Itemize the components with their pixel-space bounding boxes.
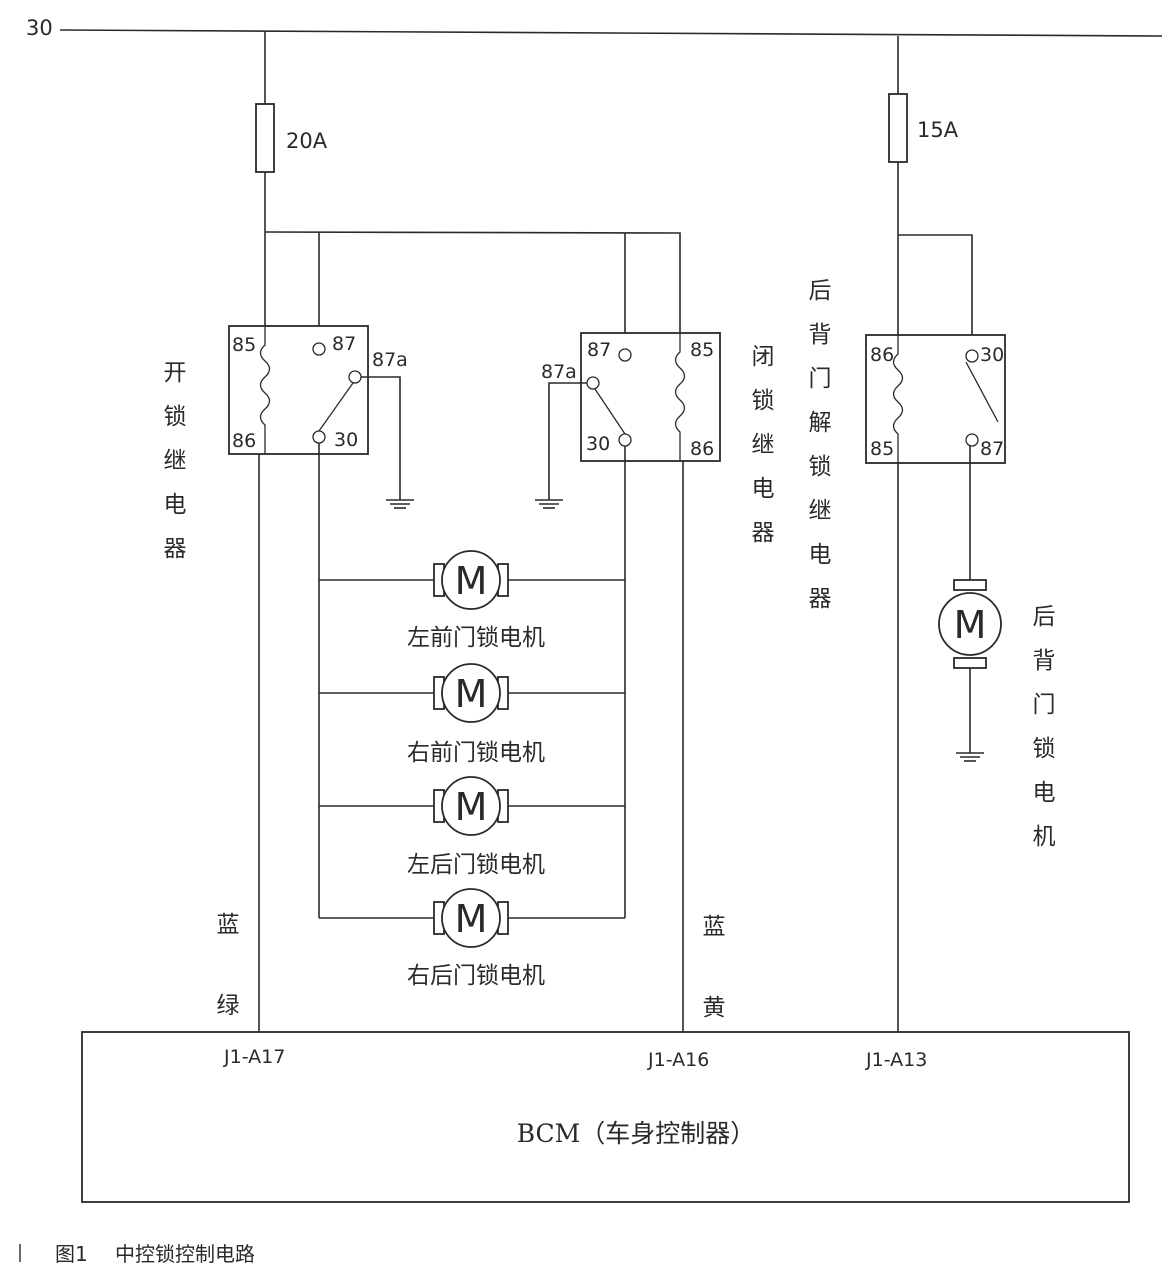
unlock-relay: 85 87 87a 86 30	[228, 325, 408, 455]
unlock-pin-30: 30	[334, 429, 358, 451]
unlock-relay-box	[228, 325, 369, 455]
unlock-pin-86: 86	[232, 430, 256, 452]
unlock-ground-icon	[386, 499, 414, 509]
left-distribution-bus	[264, 231, 681, 333]
lock-relay-name-char: 继	[752, 432, 775, 458]
tailgate-30-contact	[965, 349, 979, 363]
tailgate-ground-icon	[956, 752, 984, 762]
unlock-relay-name-char: 继	[164, 448, 187, 474]
lock-pin-30: 30	[586, 433, 610, 455]
motor-left-rear-label: 左后门锁电机	[407, 852, 545, 878]
tailgate-relay: 86 30 85 87	[865, 334, 1006, 464]
wire-color-right-1: 蓝	[703, 914, 726, 940]
tailgate-30-feed	[898, 234, 973, 335]
motor-symbol: M	[455, 785, 488, 829]
unlock-switch-blade	[318, 382, 354, 432]
supply-rail	[59, 29, 1163, 37]
fuse-20a	[255, 103, 275, 173]
unlock-relay-name-char: 器	[164, 536, 187, 562]
tailgate-relay-name-char: 电	[809, 542, 832, 568]
bcm-pin-a17: J1-A17	[223, 1046, 285, 1068]
unlock-relay-coil	[259, 326, 271, 454]
tailgate-motor-name-char: 后	[1033, 604, 1056, 630]
unlock-pin-87a: 87a	[372, 349, 408, 371]
wire-color-left-2: 绿	[217, 993, 240, 1019]
fuse-15a-label: 15A	[917, 118, 959, 142]
motor-left-front-label: 左前门锁电机	[407, 625, 545, 651]
tailgate-relay-name-char: 后	[809, 278, 832, 304]
lock-switch-blade	[594, 388, 626, 435]
lock-relay-name-char: 电	[752, 476, 775, 502]
lock-relay-name-char: 锁	[752, 388, 775, 414]
tailgate-motor-name: 后 背 门 锁 电 机	[1033, 604, 1056, 850]
tailgate-motor-name-char: 锁	[1033, 736, 1056, 762]
motor-symbol: M	[455, 897, 488, 941]
tailgate-87-contact	[965, 433, 979, 447]
lock-pin-86: 86	[690, 438, 714, 460]
tailgate-relay-name: 后 背 门 解 锁 继 电 器	[809, 278, 832, 612]
tailgate-relay-name-char: 器	[809, 586, 832, 612]
motor-right-front-label: 右前门锁电机	[407, 740, 545, 766]
tailgate-motor-name-char: 背	[1033, 648, 1056, 674]
unlock-relay-name-char: 锁	[164, 404, 187, 430]
tailgate-motor-name-char: 电	[1033, 780, 1056, 806]
lock-pin-87: 87	[587, 339, 611, 361]
tailgate-relay-box	[865, 334, 1006, 464]
motor-symbol: M	[954, 603, 987, 647]
supply-label: 30	[26, 16, 53, 40]
lock-relay-name-char: 器	[752, 520, 775, 546]
tailgate-relay-name-char: 锁	[809, 454, 832, 480]
lock-relay-name-char: 闭	[752, 344, 775, 370]
fuse-20a-label: 20A	[286, 129, 328, 153]
tailgate-pin-85: 85	[870, 438, 894, 460]
lock-relay-name: 闭 锁 继 电 器	[752, 344, 775, 546]
unlock-pin-85: 85	[232, 334, 256, 356]
tailgate-motor-name-char: 机	[1033, 824, 1056, 850]
lock-87-contact	[618, 348, 632, 362]
tailgate-pin-87: 87	[980, 438, 1004, 460]
motor-left-rear: M 左后门锁电机	[319, 776, 625, 878]
figure-number: 图1	[55, 1242, 88, 1266]
motor-tailgate: M	[938, 579, 1002, 669]
motor-right-front: M 右前门锁电机	[319, 663, 625, 766]
bcm-module	[81, 1031, 1130, 1203]
motor-symbol: M	[455, 672, 488, 716]
bcm-pin-a16: J1-A16	[647, 1049, 709, 1071]
tailgate-relay-coil	[892, 335, 904, 463]
tailgate-relay-name-char: 解	[809, 410, 832, 436]
bcm-label: BCM（车身控制器）	[517, 1119, 756, 1148]
figure-title: 中控锁控制电路	[115, 1242, 255, 1266]
fuse-15a	[888, 93, 908, 163]
tailgate-relay-name-char: 门	[809, 366, 832, 392]
unlock-relay-name-char: 电	[164, 492, 187, 518]
unlock-pin-87: 87	[332, 333, 356, 355]
lock-pin-87a: 87a	[541, 361, 577, 383]
bcm-pin-a13: J1-A13	[865, 1049, 927, 1071]
motor-right-rear: M 右后门锁电机	[319, 888, 625, 989]
tailgate-pin-86: 86	[870, 344, 894, 366]
wire-color-left-1: 蓝	[217, 912, 240, 938]
tailgate-pin-30: 30	[980, 344, 1004, 366]
unlock-87a-ground-wire	[361, 376, 401, 500]
lock-relay-coil	[674, 333, 686, 461]
unlock-87-contact	[312, 342, 326, 356]
lock-ground-icon	[535, 499, 563, 509]
motor-symbol: M	[455, 559, 488, 603]
lock-pin-85: 85	[690, 339, 714, 361]
tailgate-relay-name-char: 背	[809, 322, 832, 348]
lock-relay: 87 85 87a 30 86	[541, 332, 721, 462]
unlock-relay-name: 开 锁 继 电 器	[164, 360, 187, 562]
wire-color-right-2: 黄	[703, 995, 726, 1021]
tailgate-switch-blade	[965, 361, 999, 423]
tailgate-motor-name-char: 门	[1033, 692, 1056, 718]
motor-right-rear-label: 右后门锁电机	[407, 963, 545, 989]
unlock-relay-name-char: 开	[164, 360, 187, 386]
motor-left-front: M 左前门锁电机	[319, 550, 625, 651]
tailgate-relay-name-char: 继	[809, 498, 832, 524]
lock-87a-ground-wire	[548, 382, 587, 500]
lock-relay-box	[580, 332, 721, 462]
